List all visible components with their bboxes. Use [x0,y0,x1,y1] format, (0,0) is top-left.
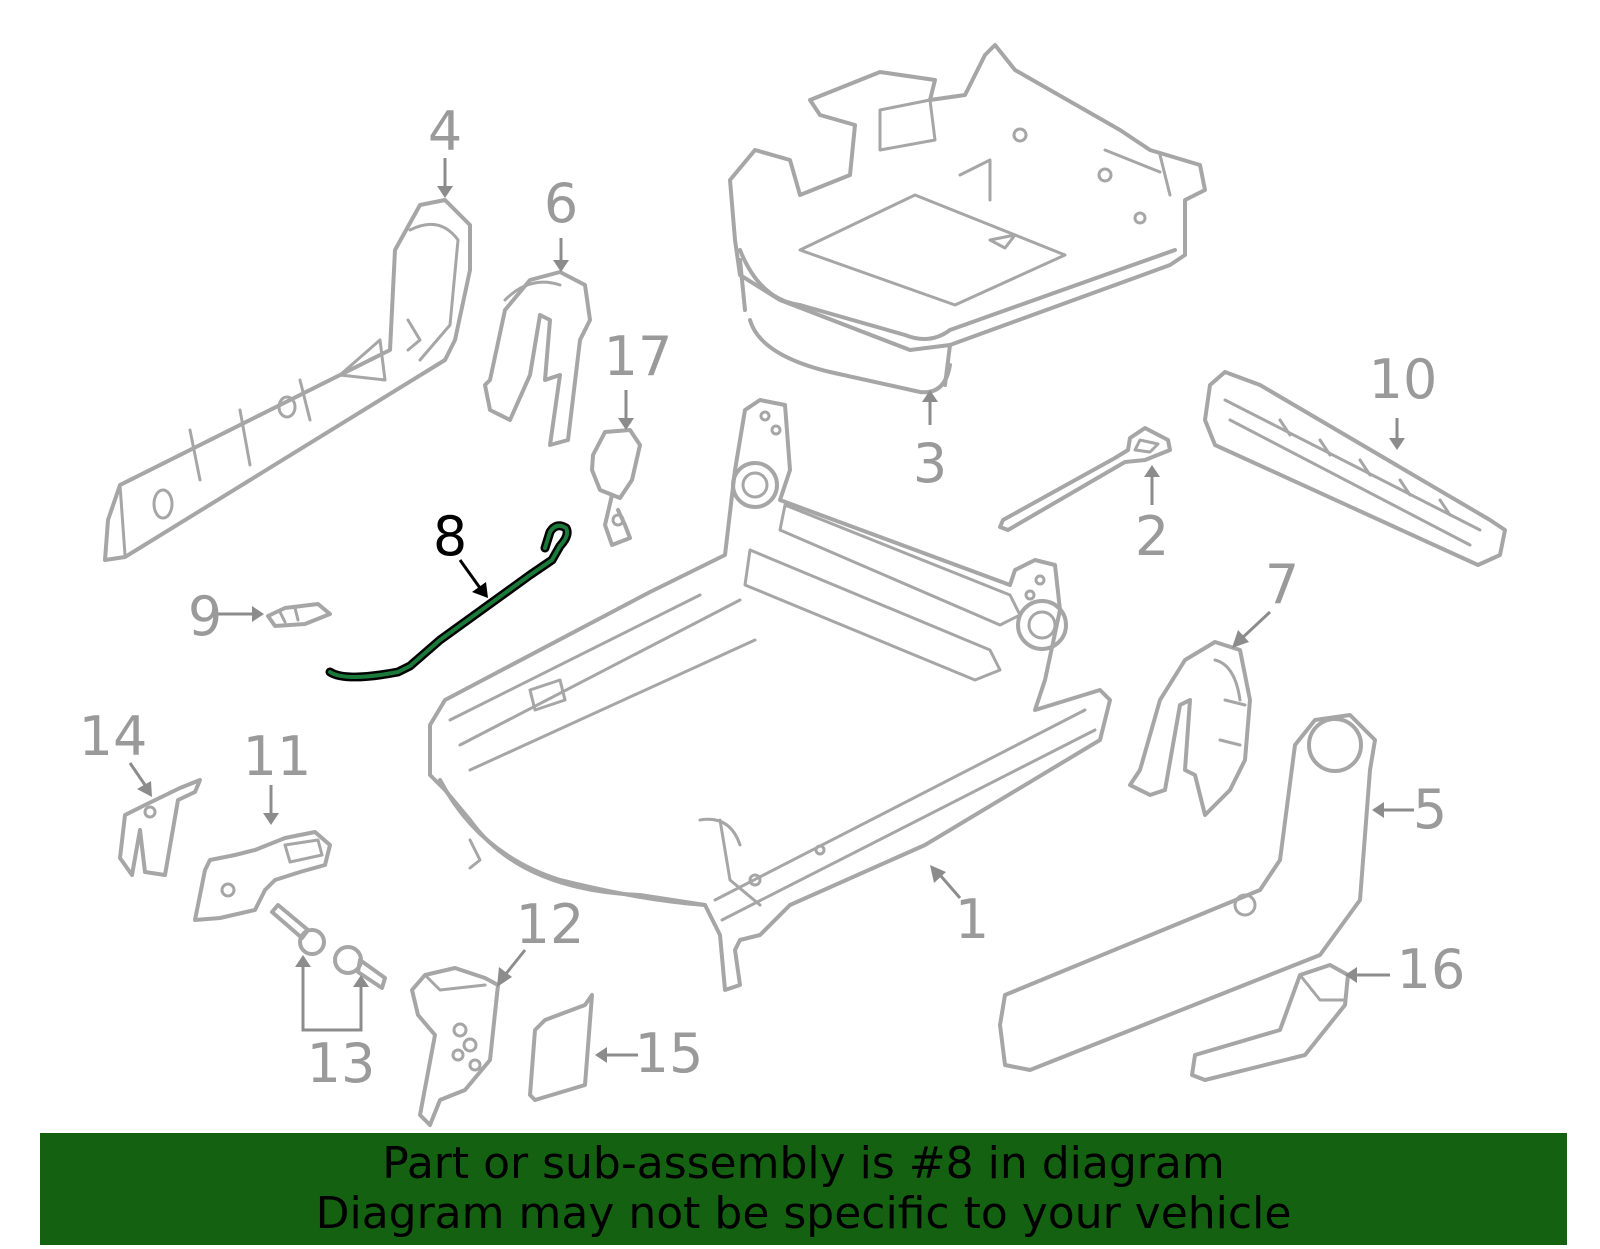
part-8-cable-highlighted[interactable] [325,521,572,682]
callout-5: 5 [1413,778,1447,841]
callout-10: 10 [1369,348,1438,411]
callout-labels: 4 6 17 3 2 10 8 9 7 5 1 16 14 11 13 12 1… [79,100,1466,1095]
part-14-bracket[interactable] [118,778,202,877]
callout-2: 2 [1135,505,1169,568]
part-11-latch-bracket[interactable] [193,830,332,922]
callout-14: 14 [79,705,148,768]
banner-line-2: Diagram may not be specific to your vehi… [315,1188,1292,1239]
part-15-panel[interactable] [528,993,594,1102]
callout-16: 16 [1397,938,1466,1001]
part-10-track-rail[interactable] [1203,370,1507,567]
callout-3: 3 [913,432,947,495]
callout-13: 13 [307,1032,376,1095]
callout-17: 17 [604,325,673,388]
leader-lines [128,158,1414,1063]
part-2-strap[interactable] [998,426,1172,532]
callout-4: 4 [428,100,462,163]
part-1-seat-frame[interactable] [428,398,1112,992]
part-16-handle[interactable] [1190,963,1350,1082]
callout-15: 15 [635,1022,704,1085]
callout-8: 8 [433,505,467,568]
callout-11: 11 [243,725,312,788]
part-13-bolt-b[interactable] [333,945,387,990]
callout-7: 7 [1265,553,1299,616]
callout-9: 9 [188,585,222,648]
part-3-seat-cushion[interactable] [728,43,1207,395]
part-4-outer-seat-trim[interactable] [103,198,472,562]
info-banner: Part or sub-assembly is #8 in diagram Di… [40,1133,1567,1245]
callout-12: 12 [516,893,585,956]
callout-6: 6 [544,172,578,235]
part-6-hinge-cover[interactable] [483,270,592,447]
part-17-seatbelt-buckle[interactable] [590,428,642,547]
part-13-bolt-a[interactable] [270,903,326,956]
part-5-inner-seat-trim[interactable] [998,713,1377,1072]
part-9-clip[interactable] [266,602,332,628]
part-7-right-hinge-cover[interactable] [1128,640,1252,817]
callout-1: 1 [955,888,989,951]
banner-line-1: Part or sub-assembly is #8 in diagram [382,1138,1225,1189]
part-12-bracket[interactable] [410,966,500,1127]
